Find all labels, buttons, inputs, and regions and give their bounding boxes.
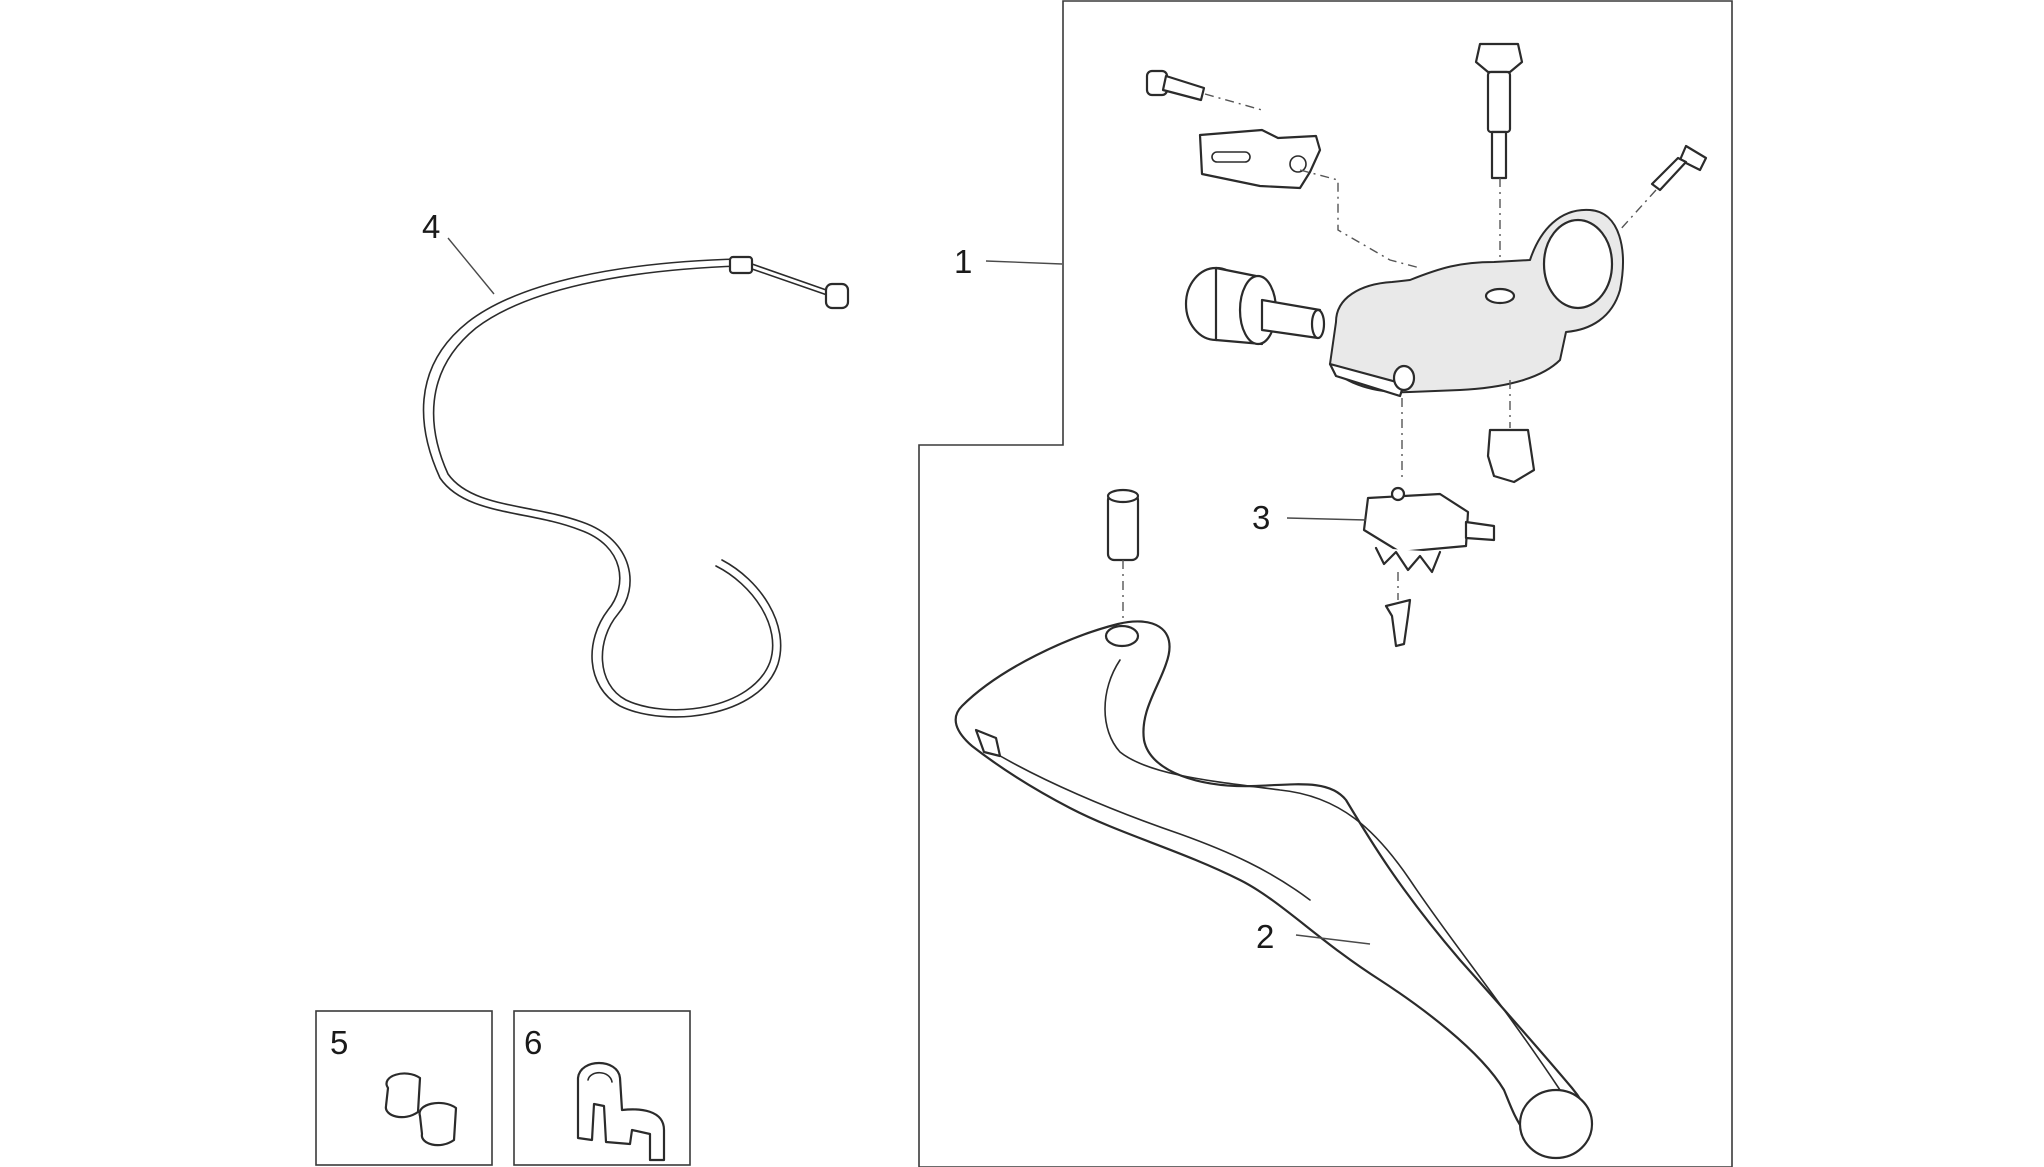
callout-5: 5 [330,1024,348,1061]
lever-switch [1362,486,1496,648]
clutch-lever [954,488,1594,1160]
part-5-box [315,1010,493,1166]
callout-4: 4 [422,208,440,245]
leader-4 [447,237,495,295]
leader-2 [1295,934,1371,945]
leader-1 [985,260,1063,265]
master-cylinder-assembly [1145,42,1708,484]
part-6-box [513,1010,691,1166]
cable-clip-6 [576,1062,666,1162]
callout-3: 3 [1252,499,1270,536]
callout-2: 2 [1256,918,1274,955]
callout-6: 6 [524,1024,542,1061]
clutch-cable [422,255,850,718]
cable-clip-5 [384,1072,458,1147]
leader-3 [1286,517,1367,521]
assembly-1-frame [918,0,1733,1167]
callout-1: 1 [954,243,972,280]
